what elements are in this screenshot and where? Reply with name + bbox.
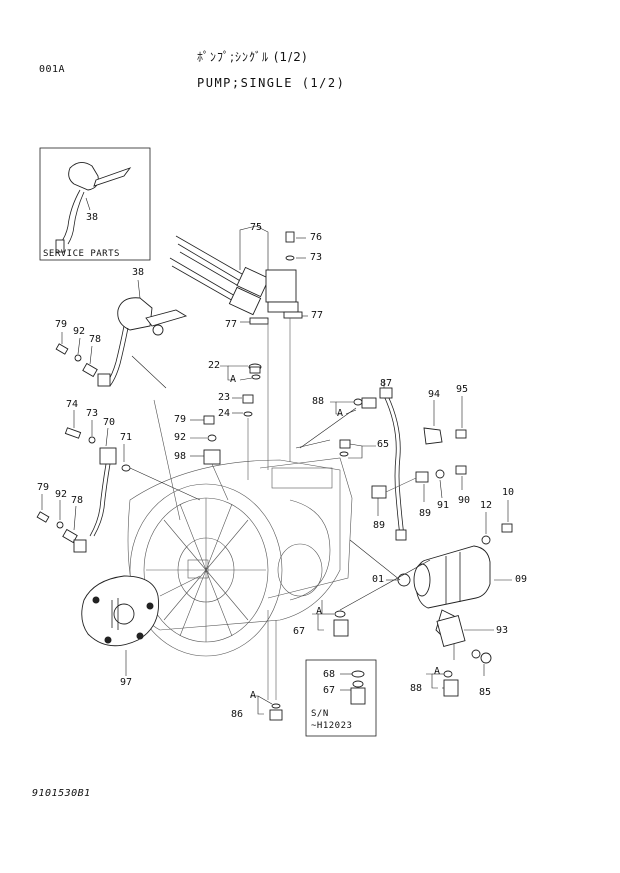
ref-letter-a: A <box>316 606 323 617</box>
callout-92: 92 <box>55 489 68 500</box>
fitting-65-icon <box>339 439 351 457</box>
flange-97-icon <box>81 575 160 647</box>
service-parts-label: SERVICE PARTS <box>43 249 120 259</box>
title-japanese: ﾎﾟﾝﾌﾟ;ｼﾝｸﾞﾙ (1/2) <box>197 50 308 64</box>
fitting-group-middle-icon <box>203 415 221 465</box>
callout-75: 75 <box>250 222 263 233</box>
bracket-94-icon <box>423 427 467 445</box>
callout-09: 09 <box>515 574 528 585</box>
callout-79: 79 <box>174 414 187 425</box>
plug-group-icon <box>242 363 262 417</box>
callout-95: 95 <box>456 384 469 395</box>
plug-86-icon <box>269 703 283 721</box>
hose-87-icon <box>379 387 407 541</box>
callout-92: 92 <box>73 326 86 337</box>
callout-22: 22 <box>208 360 221 371</box>
callout-10: 10 <box>502 487 515 498</box>
callout-71: 71 <box>120 432 133 443</box>
callout-67: 67 <box>293 626 306 637</box>
callout-89: 89 <box>419 508 432 519</box>
serial-number-value: ~H12023 <box>311 721 353 731</box>
callout-38: 38 <box>132 267 145 278</box>
callout-97: 97 <box>120 677 133 688</box>
fitting-88-upper-icon <box>353 397 377 409</box>
callout-78: 78 <box>71 495 84 506</box>
callout-68: 68 <box>323 669 336 680</box>
callout-85: 85 <box>479 687 492 698</box>
ref-letter-a: A <box>230 374 237 385</box>
callout-70: 70 <box>103 417 116 428</box>
callout-12: 12 <box>480 500 493 511</box>
callout-77: 77 <box>225 319 238 330</box>
callout-88: 88 <box>410 683 423 694</box>
callout-92: 92 <box>174 432 187 443</box>
callout-65: 65 <box>377 439 390 450</box>
fitting-88-lower-icon <box>443 649 492 697</box>
callout-93: 93 <box>496 625 509 636</box>
callout-89: 89 <box>373 520 386 531</box>
callout-94: 94 <box>428 389 441 400</box>
page-code: 001A <box>39 64 66 75</box>
plug-67-icon <box>333 610 349 637</box>
ref-letter-a: A <box>337 408 344 419</box>
callout-88: 88 <box>312 396 325 407</box>
title-english: PUMP;SINGLE (1/2) <box>197 76 346 90</box>
callout-24: 24 <box>218 408 231 419</box>
plug-68-67-inset-icon <box>350 670 366 705</box>
callout-74: 74 <box>66 399 79 410</box>
fitting-group-upper-icon <box>55 343 111 387</box>
serial-number-label: S/N <box>311 709 329 719</box>
callout-90: 90 <box>458 495 471 506</box>
service-parts-box <box>39 147 151 261</box>
footer-code: 9101530B1 <box>32 788 91 799</box>
callout-73: 73 <box>86 408 99 419</box>
callout-79: 79 <box>37 482 50 493</box>
ref-letter-a: A <box>434 666 441 677</box>
callout-78: 78 <box>89 334 102 345</box>
callout-01: 01 <box>372 574 385 585</box>
callout-76: 76 <box>310 232 323 243</box>
callout-98: 98 <box>174 451 187 462</box>
callout-87: 87 <box>380 378 393 389</box>
callout-91: 91 <box>437 500 450 511</box>
part-38-icon <box>105 297 188 387</box>
pump-housing-icon <box>127 457 353 657</box>
fitting-group-lower-icon <box>36 511 87 553</box>
callout-86: 86 <box>231 709 244 720</box>
callout-38: 38 <box>86 212 99 223</box>
pipe-assembly-icon <box>169 231 303 325</box>
bolt-12-10-icon <box>481 523 513 545</box>
serial-inset-box <box>305 659 377 737</box>
ref-letter-a: A <box>250 690 257 701</box>
callout-23: 23 <box>218 392 231 403</box>
callout-67: 67 <box>323 685 336 696</box>
callout-73: 73 <box>310 252 323 263</box>
fitting-89-91-icon <box>371 465 467 499</box>
callout-79: 79 <box>55 319 68 330</box>
valve-93-icon <box>436 615 466 647</box>
service-part-38-icon <box>55 162 132 253</box>
callout-77: 77 <box>311 310 324 321</box>
